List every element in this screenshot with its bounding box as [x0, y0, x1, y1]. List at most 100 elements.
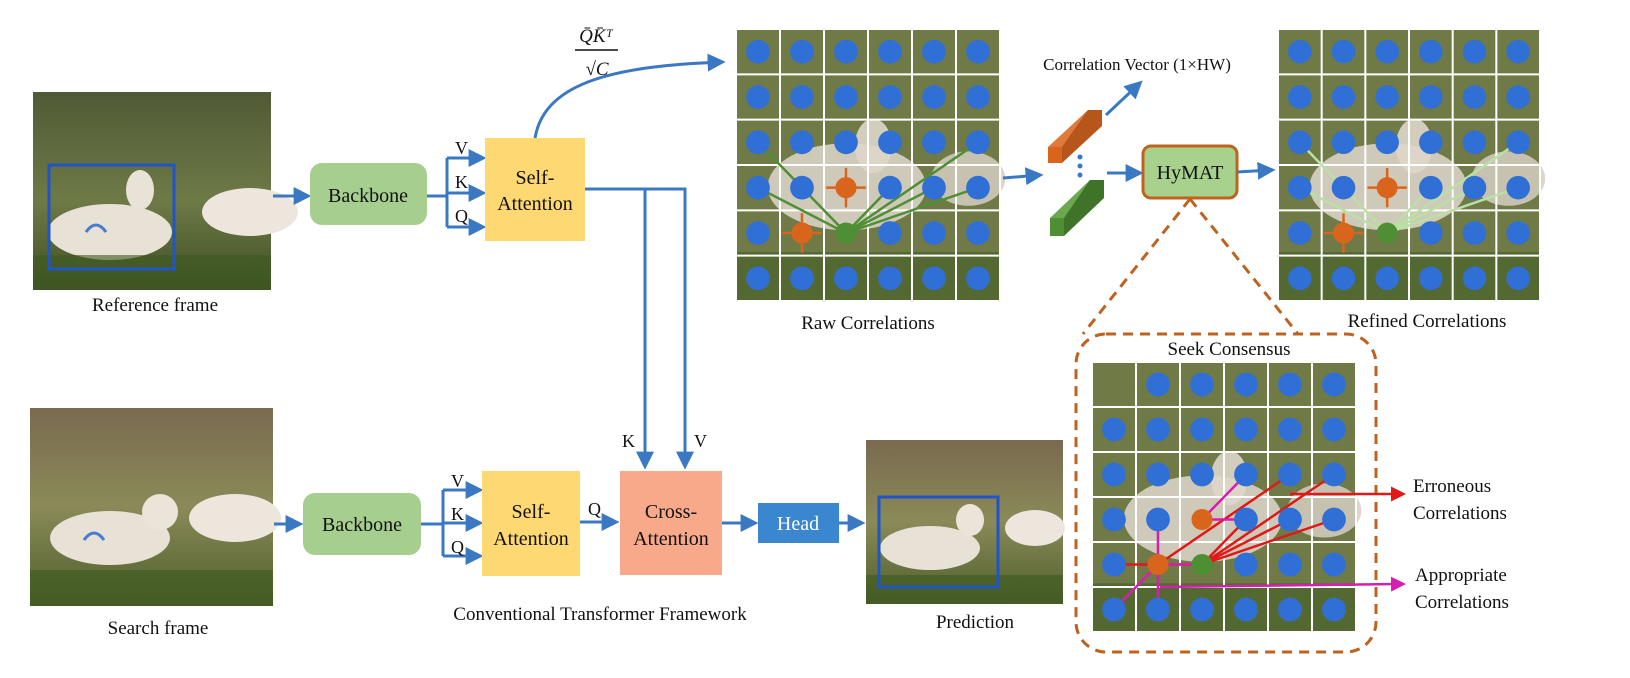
- backbone-top-label: Backbone: [328, 185, 408, 207]
- correlation-dot: [1322, 417, 1346, 442]
- correlation-dot: [1506, 266, 1530, 291]
- reference-frame-image: [33, 92, 298, 290]
- self-attention-bottom-label-2: Attention: [493, 528, 569, 550]
- zoom-dashed-line-right: [1188, 198, 1300, 335]
- raw-correlations-grid: [735, 28, 1006, 302]
- query-point-green: [1376, 222, 1398, 244]
- self-attention-top-label-1: Self-: [516, 167, 555, 189]
- correlation-dot: [1288, 221, 1312, 245]
- reference-bbox: [47, 163, 176, 271]
- appropriate-arrow: [1159, 576, 1406, 592]
- correlation-dot: [966, 175, 990, 200]
- correlation-line: [1201, 518, 1291, 566]
- correlation-dot: [966, 85, 990, 109]
- correlation-dot: [1419, 85, 1443, 109]
- correlation-dot: [790, 266, 814, 291]
- correlation-dot: [1322, 462, 1346, 487]
- query-point-orange: [791, 222, 813, 244]
- correlation-dot: [1278, 372, 1302, 397]
- cross-attention: [620, 471, 722, 575]
- port-q-top: Q: [455, 206, 468, 226]
- refined-correlations-grid: [1277, 28, 1546, 302]
- query-point-orange: [1333, 222, 1354, 244]
- correlation-line: [1201, 518, 1335, 566]
- correlation-dot: [1102, 597, 1126, 622]
- correlation-dot: [1462, 130, 1487, 155]
- correlation-dot: [878, 221, 902, 245]
- query-point-orange: [1376, 177, 1398, 199]
- port-k-cross: K: [622, 431, 635, 451]
- prediction-label: Prediction: [936, 612, 1015, 633]
- correlation-dot: [746, 130, 770, 155]
- correlation-dot: [922, 85, 946, 109]
- correlation-dot: [1331, 175, 1356, 200]
- lamb-background: [1287, 483, 1362, 538]
- head-block: [758, 503, 839, 543]
- correlation-dot: [746, 39, 770, 64]
- correlation-line: [1299, 186, 1388, 235]
- port-v-top: V: [455, 138, 468, 158]
- backbone-bottom-label: Backbone: [322, 514, 402, 536]
- correlation-dot: [1190, 417, 1214, 442]
- correlation-dot: [1190, 372, 1214, 397]
- port-v-cross: V: [694, 431, 707, 451]
- correlation-dot: [1462, 266, 1487, 291]
- correlation-dot: [1234, 507, 1258, 532]
- correlation-dot: [1322, 552, 1346, 577]
- correlation-dot: [1278, 597, 1302, 622]
- lamb-background: [1471, 151, 1546, 206]
- correlation-dot: [878, 39, 902, 64]
- correlation-dot: [790, 39, 814, 64]
- appropriate-label-2: Correlations: [1415, 592, 1509, 613]
- correlation-dot: [1102, 507, 1126, 532]
- correlation-dot: [1146, 462, 1170, 487]
- correlation-dot: [1322, 507, 1346, 532]
- correlation-dot: [1331, 130, 1356, 155]
- correlation-dot: [746, 221, 770, 245]
- port-k-bottom: K: [451, 504, 464, 524]
- correlation-dot: [1146, 417, 1170, 442]
- erroneous-label-1: Erroneous: [1413, 476, 1491, 497]
- correlation-line: [757, 186, 847, 235]
- correlation-dot: [1322, 372, 1346, 397]
- correlation-dot: [1234, 372, 1258, 397]
- correlation-dot: [966, 130, 990, 155]
- correlation-dot: [1419, 39, 1443, 64]
- correlation-dot: [1190, 597, 1214, 622]
- correlation-dot: [1375, 85, 1399, 109]
- correlation-dot: [1506, 130, 1530, 155]
- correlation-dot: [1375, 39, 1399, 64]
- correlation-dot: [1288, 39, 1312, 64]
- hymat-label: HyMAT: [1157, 162, 1224, 184]
- correlation-dot: [1506, 175, 1530, 200]
- search-frame-image: [30, 408, 281, 606]
- correlation-dot: [1234, 597, 1258, 622]
- correlation-dot: [746, 85, 770, 109]
- refined-correlations-label: Refined Correlations: [1348, 311, 1507, 332]
- correlation-line: [845, 186, 979, 235]
- appropriate-label-1: Appropriate: [1415, 565, 1507, 586]
- correlation-dot: [1278, 507, 1302, 532]
- correlation-line: [845, 186, 935, 235]
- port-k-top: K: [455, 172, 468, 192]
- correlation-dot: [966, 266, 990, 291]
- correlation-dot: [922, 266, 946, 291]
- correlation-dot: [922, 175, 946, 200]
- correlation-dot: [966, 39, 990, 64]
- raw-correlations-label: Raw Correlations: [801, 313, 935, 334]
- correlation-dot: [1288, 130, 1312, 155]
- prediction-bbox: [877, 495, 1000, 589]
- self-attention-bottom-label-1: Self-: [512, 501, 551, 523]
- query-point-orange: [835, 177, 857, 199]
- correlation-dot: [1234, 417, 1258, 442]
- correlation-dot: [1375, 130, 1399, 155]
- port-q-bottom: Q: [451, 537, 464, 557]
- correlation-dot: [878, 266, 902, 291]
- correlation-dot: [1462, 221, 1487, 245]
- correlation-dot: [834, 85, 858, 109]
- correlation-dot: [922, 130, 946, 155]
- correlation-dot: [922, 221, 946, 245]
- correlation-dot: [1506, 85, 1530, 109]
- correlation-dot: [966, 221, 990, 245]
